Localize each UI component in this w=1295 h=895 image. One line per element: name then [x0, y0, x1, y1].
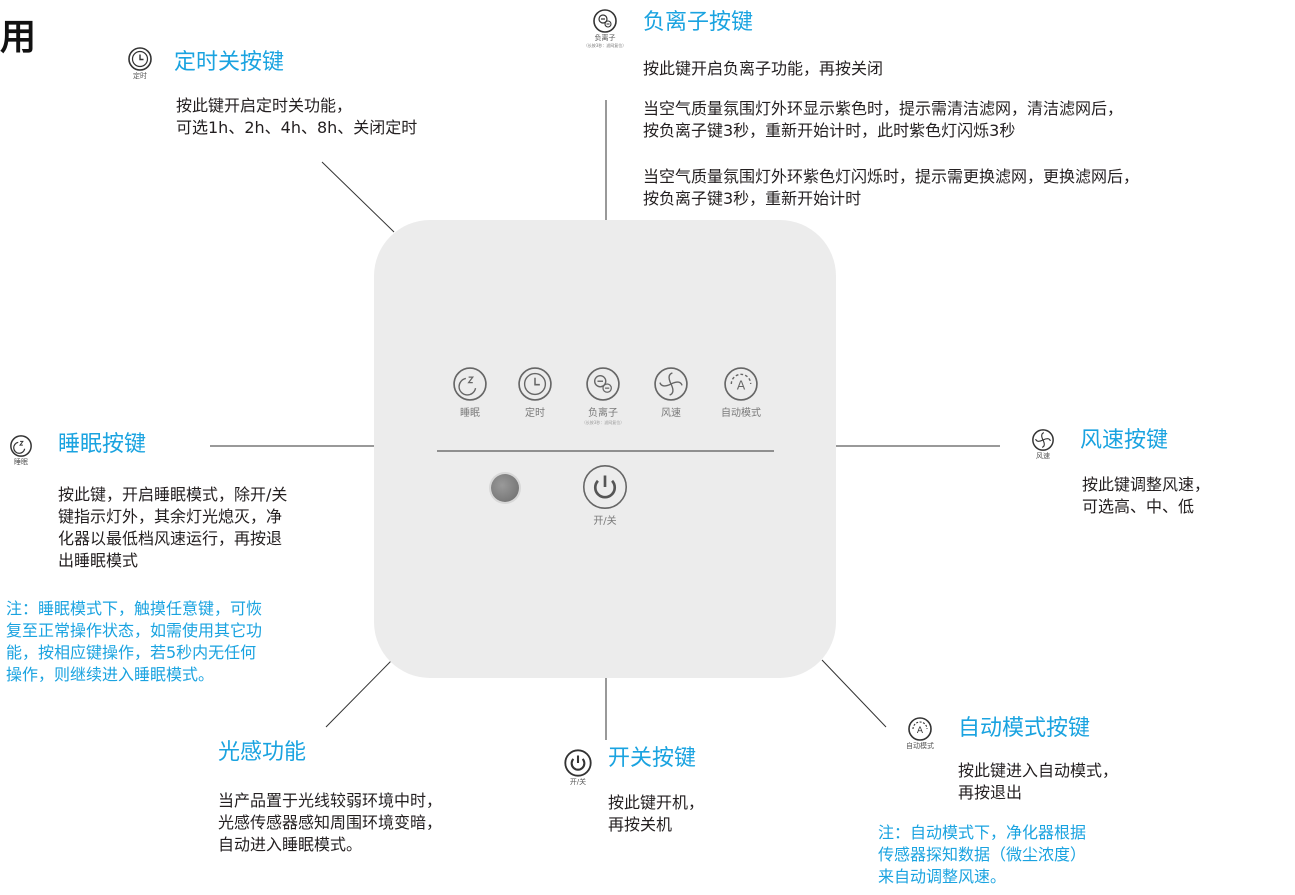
- panel-fan-button[interactable]: 风速: [636, 366, 706, 420]
- panel-ion-label: 负离子: [588, 408, 618, 419]
- sleep-icon: [453, 367, 487, 401]
- panel-timer-button[interactable]: 定时: [500, 366, 570, 420]
- fan-title: 风速按键: [1080, 428, 1169, 453]
- panel-fan-label: 风速: [661, 408, 681, 419]
- power-icon: [564, 749, 592, 777]
- ion-icon: [586, 367, 620, 401]
- panel-divider: [437, 450, 774, 452]
- sleep-note: 注：睡眠模式下，触摸任意键，可恢 复至正常操作状态，如需使用其它功 能，按相应键…: [6, 599, 263, 684]
- timer-title: 定时关按键: [174, 50, 285, 75]
- sleep-callout-icon: 睡眠: [6, 434, 36, 467]
- ion-icon: [593, 9, 617, 33]
- power-title: 开关按键: [608, 746, 697, 771]
- timer-icon-caption: 定时: [133, 72, 147, 80]
- panel-auto-label: 自动模式: [721, 408, 761, 419]
- svg-text:A: A: [917, 726, 924, 736]
- panel-sleep-button[interactable]: 睡眠: [435, 366, 505, 420]
- fan-icon-caption: 风速: [1036, 452, 1050, 460]
- panel-power-label: 开/关: [593, 516, 617, 527]
- ion-icon-caption: 负离子: [594, 34, 616, 42]
- clock-icon: [128, 47, 152, 71]
- sleep-icon: [10, 435, 32, 457]
- power-callout-icon: 开/关: [558, 748, 598, 787]
- panel-power-button[interactable]: 开/关: [582, 464, 628, 528]
- auto-desc: 按此键进入自动模式， 再按退出: [958, 761, 1119, 802]
- panel-ion-button[interactable]: 负离子 （长按3秒：滤网复位）: [568, 366, 638, 426]
- sleep-title: 睡眠按键: [58, 432, 147, 457]
- panel-sleep-label: 睡眠: [460, 408, 480, 419]
- ion-title: 负离子按键: [643, 10, 754, 35]
- svg-text:A: A: [737, 378, 746, 393]
- clock-icon: [518, 367, 552, 401]
- auto-callout-icon: A 自动模式: [900, 716, 940, 751]
- sleep-icon-caption: 睡眠: [14, 458, 28, 466]
- auto-note: 注：自动模式下，净化器根据 传感器探知数据（微尘浓度） 来自动调整风速。: [878, 823, 1087, 886]
- fan-desc: 按此键调整风速， 可选高、中、低: [1082, 475, 1211, 516]
- auto-title: 自动模式按键: [958, 716, 1091, 741]
- ion-callout-icon: 负离子 （长按3秒：滤网复位）: [583, 8, 627, 48]
- sleep-desc: 按此键，开启睡眠模式，除开/关 键指示灯外，其余灯光熄灭，净 化器以最低档风速运…: [58, 485, 288, 570]
- fan-icon: [1032, 429, 1054, 451]
- power-icon: [582, 464, 628, 510]
- ion-icon-sub: （长按3秒：滤网复位）: [583, 43, 627, 48]
- page-heading: 用: [0, 17, 37, 58]
- light-desc: 当产品置于光线较弱环境中时， 光感传感器感知周围环境变暗， 自动进入睡眠模式。: [218, 791, 443, 854]
- ion-desc-2: 当空气质量氛围灯外环显示紫色时，提示需清洁滤网，清洁滤网后， 按负离子键3秒，重…: [643, 99, 1124, 140]
- panel-auto-button[interactable]: A 自动模式: [706, 366, 776, 420]
- timer-callout-icon: 定时: [124, 46, 156, 81]
- auto-connector: [821, 659, 887, 728]
- auto-icon: A: [724, 367, 758, 401]
- fan-callout-icon: 风速: [1028, 428, 1058, 461]
- timer-connector: [321, 161, 395, 233]
- power-icon-caption: 开/关: [569, 778, 587, 786]
- timer-desc: 按此键开启定时关功能， 可选1h、2h、4h、8h、关闭定时: [176, 96, 418, 137]
- light-title: 光感功能: [218, 740, 307, 765]
- ion-desc-1: 按此键开启负离子功能，再按关闭: [643, 59, 884, 78]
- panel-timer-label: 定时: [525, 408, 545, 419]
- light-connector: [325, 659, 393, 728]
- control-panel: 睡眠 定时 负离子 （长按3秒：滤网复位）: [374, 220, 836, 678]
- fan-icon: [654, 367, 688, 401]
- auto-icon-caption: 自动模式: [906, 742, 934, 750]
- auto-icon: A: [908, 717, 932, 741]
- light-sensor: [491, 474, 519, 502]
- ion-desc-3: 当空气质量氛围灯外环紫色灯闪烁时，提示需更换滤网，更换滤网后， 按负离子键3秒，…: [643, 167, 1140, 208]
- power-desc: 按此键开机， 再按关机: [608, 793, 705, 834]
- panel-ion-sub: （长按3秒：滤网复位）: [581, 420, 625, 425]
